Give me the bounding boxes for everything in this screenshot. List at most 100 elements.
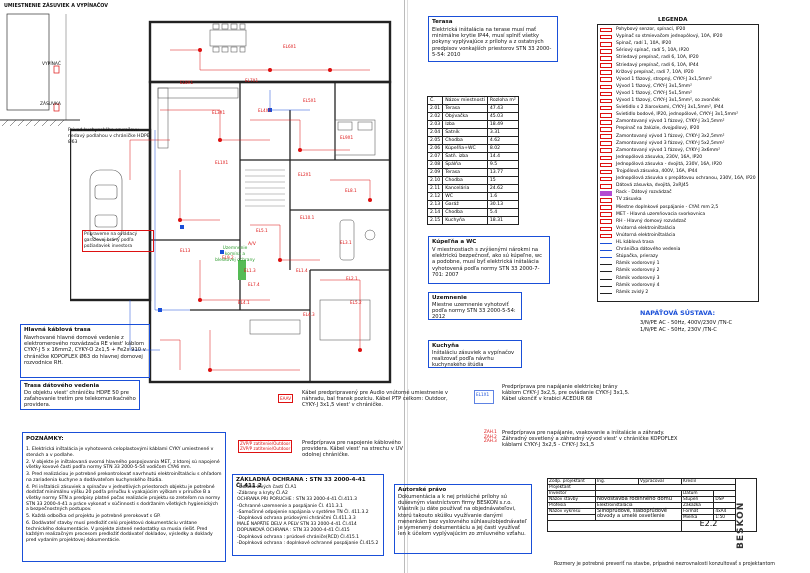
- copyright-box: Autorské právo Dokumentácia a k nej pris…: [394, 484, 532, 554]
- table-cell: 2.02: [426, 112, 444, 121]
- legend-symbol-icon: [600, 264, 612, 266]
- protection-line: DOPLNKOVÁ OCHRANA : STN 33 2000-4-41 Čl.…: [237, 528, 350, 534]
- table-cell: 2.08: [426, 160, 444, 169]
- kupelna-text: V miestnostiach s zvýšenými nárokmi na e…: [432, 247, 543, 278]
- legend-label: Svietidlo s 2 žiarovkami, CYKY-J 3x1,5mm…: [616, 105, 724, 111]
- table-cell: 5.4: [486, 208, 519, 217]
- note-item: 5. Každá odbočka od projektu je potrebné…: [26, 514, 161, 520]
- copyright-title: Autorské právo: [398, 487, 447, 493]
- av-label: A/V: [248, 242, 256, 247]
- notes-box: POZNÁMKY: 1. Elektrická inštalácia je vy…: [22, 432, 226, 562]
- main-trace-box: Hlavná káblová trasa Navrhované hlavné d…: [20, 324, 150, 378]
- legend-symbol-icon: [600, 141, 612, 146]
- floor-plan: [70, 20, 392, 384]
- car-outline: [89, 169, 123, 241]
- legend-label: Striedavý prepínač, radí 6, 10A, IP44: [616, 62, 699, 68]
- legend-symbol-icon: [600, 271, 612, 273]
- room-tag: EL3X1: [212, 110, 226, 115]
- table-cell: 15: [486, 176, 519, 185]
- legend-symbol-icon: [600, 148, 612, 154]
- garage-note: Privod kuchynského ozvračovu nedavý podl…: [68, 128, 150, 146]
- supply-line: 1/N/PE AC - 50Hz, 230V /TN-C: [640, 327, 717, 333]
- legend-label: Trojpólová zásuvka, 400V, 16A, IP44: [616, 169, 698, 174]
- footer-note: Rozmery je potrebné preveriť na stavbe, …: [554, 562, 775, 567]
- kupelna-box: Kúpeľňa a WC V miestnostiach s zvýšenými…: [428, 236, 550, 284]
- col-header: Rozloha m²: [486, 96, 519, 105]
- drawing-number: E2.2: [681, 520, 736, 532]
- room-tag: EL1.3: [244, 268, 256, 273]
- legend-label: Jednopólová zásuvka s prepäťovou ochrano…: [616, 176, 756, 182]
- legend-label: Rámik vodorovný 4: [616, 282, 660, 288]
- table-cell: Kúpeľňa+WC: [442, 144, 488, 153]
- room-tag: EL4.3: [303, 312, 315, 317]
- gate-tags: ZAH.1 ZAH.2 ZAH.3: [484, 429, 497, 444]
- table-cell: 2.09: [426, 168, 444, 177]
- data-trace-text: Do objektu viest' chráničku HDPE 50 pre …: [24, 390, 136, 409]
- legend-label: Svietidlo bodové, IP20, jednopólové, CYK…: [616, 112, 739, 118]
- legend-symbol-icon: [600, 285, 612, 287]
- note-item: 3. Pred realizáciou je potrebné prekontr…: [26, 472, 222, 483]
- table-cell: 2.13: [426, 200, 444, 209]
- legend-symbol-icon: [600, 198, 612, 203]
- legend-symbol-icon: [600, 278, 612, 280]
- legend-label: Vnútorná elektroinštalácia: [616, 225, 676, 231]
- table-cell: 1.6: [486, 192, 519, 201]
- table-cell: 2.03: [426, 120, 444, 129]
- vyp-note: Predpríprava pre napojenie káblového pro…: [302, 440, 403, 459]
- legend-symbol-icon: [600, 49, 612, 54]
- note-item: 2. V objekte je inštalovaná ovorná hlavn…: [26, 459, 220, 471]
- uzemnenie-text: Miestne uzemnenie vyhotoviť podľa normy …: [432, 302, 516, 321]
- protection-line: -Zábrany a kryty Čl.A2: [237, 491, 288, 497]
- legend-symbol-icon: [600, 63, 612, 68]
- legend-label: Zamontovaný vývod 1 fázový, CYKY-J 3x2,5…: [616, 133, 725, 139]
- legend-label: Zamontovaný vývod 3 fázový, CYKY-J 5x2,5…: [616, 140, 725, 146]
- terasa-text: Elektrická inštalácia na terase musí mať…: [432, 27, 552, 58]
- table-cell: 2.05: [426, 136, 444, 145]
- protection-line: -Ochranné uzemnenie a pospájanie Čl. 411…: [237, 503, 343, 509]
- table-cell: Izba: [442, 120, 488, 129]
- legend-label: Pohybový senzor, spínací, IP20: [616, 27, 686, 32]
- protection-line: -Doplnková ochrana prúdovými chráničmi Č…: [237, 516, 356, 522]
- protection-box: ZÁKLADNÁ OCHRANA : STN 33 2000-4-41 Čl.4…: [232, 474, 384, 556]
- uzemnenie-box: Uzemnenie Miestne uzemnenie vyhotoviť po…: [428, 292, 522, 320]
- room-tag: EL9X1: [340, 135, 354, 140]
- supply-line: 3/N/PE AC - 50Hz, 400V/230V /TN-C: [640, 320, 733, 326]
- terasa-box: Terasa Elektrická inštalácia na terase m…: [428, 16, 558, 62]
- supply-title: NAPÁŤOVÁ SÚSTAVA:: [640, 309, 716, 317]
- ext-tag-frame: [474, 390, 494, 404]
- col-header: Názov miestnosti: [442, 96, 488, 105]
- table-cell: Chodba: [442, 136, 488, 145]
- legend-symbol-icon: [600, 70, 612, 75]
- door-detail-title: UMIESTNENIE ZÁSUVIEK A VYPÍNAČOV: [4, 4, 108, 9]
- note-item: 6. Dodávateľ stavby musí predložiť celú …: [26, 521, 213, 543]
- room-tag: EL4.1: [238, 300, 250, 305]
- table-cell: Terasa: [442, 168, 488, 177]
- table-cell: 2.12: [426, 192, 444, 201]
- room-tag: EL5X1: [303, 98, 317, 103]
- room-tag: EL1.4: [296, 268, 308, 273]
- legend-label: Rámik vodorovný 1: [616, 261, 660, 267]
- legend-label: Jednopólová zásuvka, 230V, 16A, IP20: [616, 154, 703, 160]
- room-tag: EL7.4: [248, 282, 260, 287]
- legend-label: Zamontovaný vývod 1 fázový, CYKY-J 3x6mm…: [616, 147, 721, 153]
- legend-symbol-icon: [600, 250, 612, 252]
- kuchyna-box: Kuchyňa Inštaláciu zásuviek a vypínačov …: [428, 340, 522, 368]
- fold-line: [404, 0, 405, 573]
- protection-line: -Samočinné odpojenie napájania v systéme…: [237, 509, 369, 515]
- legend-label: TV zásuvka: [616, 197, 642, 203]
- table-cell: 18.49: [486, 120, 519, 129]
- table-cell: 2.06: [426, 144, 444, 153]
- room-tag: EL7X1: [245, 78, 259, 83]
- table-cell: 2.15: [426, 216, 444, 225]
- kuchyna-title: Kuchyňa: [432, 343, 459, 349]
- legend-label: MET - Hlavná uzemňovacia svorkovnica: [616, 211, 706, 217]
- legend-label: Striedavý prepínač, radí 6, 10A, IP20: [616, 55, 699, 61]
- protection-line: -Izolácia živých častí Čl.A1: [237, 485, 297, 490]
